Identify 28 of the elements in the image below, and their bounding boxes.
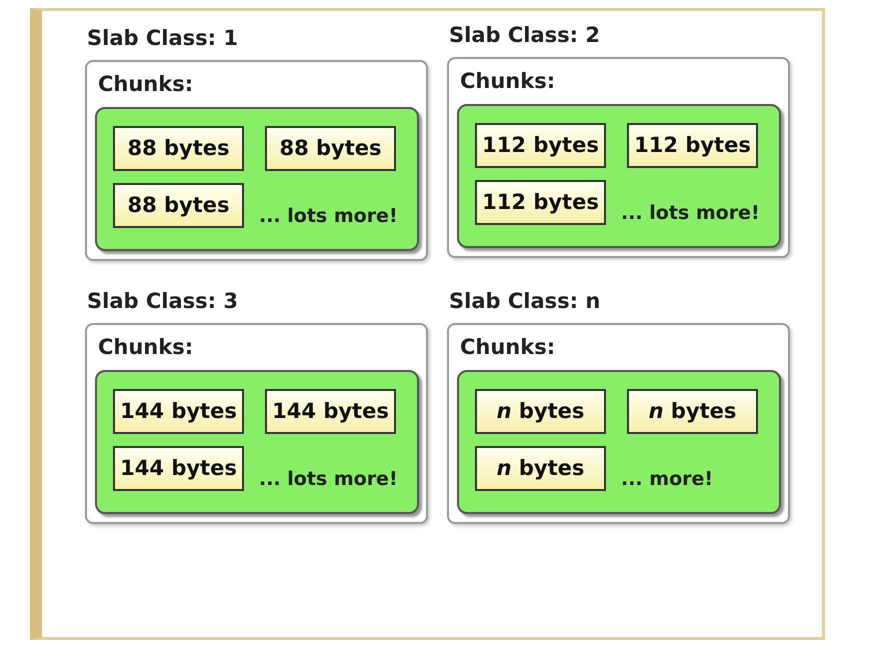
more-note: ... lots more!	[259, 205, 398, 227]
chunk-area	[457, 104, 781, 248]
chunk-box: n bytes	[627, 389, 758, 434]
chunk-box: 144 bytes	[265, 389, 396, 434]
more-note: ... lots more!	[259, 468, 398, 490]
chunk-area	[457, 370, 781, 514]
slab-class-heading: Slab Class: 1	[87, 26, 238, 50]
slab-class-heading: Slab Class: 2	[449, 23, 600, 47]
more-note: ... more!	[621, 468, 714, 490]
chunk-box: 112 bytes	[627, 123, 758, 168]
chunks-label: Chunks:	[460, 335, 556, 359]
slab-class-heading: Slab Class: n	[449, 289, 600, 313]
chunk-area	[95, 107, 419, 251]
chunk-box: 88 bytes	[113, 126, 244, 171]
more-note: ... lots more!	[621, 202, 760, 224]
chunk-area	[95, 370, 419, 514]
slab-class-heading: Slab Class: 3	[87, 289, 238, 313]
chunk-box: 88 bytes	[265, 126, 396, 171]
chunk-box: 144 bytes	[113, 389, 244, 434]
chunks-label: Chunks:	[98, 72, 194, 96]
chunk-box: 144 bytes	[113, 446, 244, 491]
chunk-box: n bytes	[475, 446, 606, 491]
chunk-box: 112 bytes	[475, 123, 606, 168]
chunks-label: Chunks:	[460, 69, 556, 93]
chunk-box: n bytes	[475, 389, 606, 434]
chunk-box: 88 bytes	[113, 183, 244, 228]
chunk-box: 112 bytes	[475, 180, 606, 225]
chunks-label: Chunks:	[98, 335, 194, 359]
